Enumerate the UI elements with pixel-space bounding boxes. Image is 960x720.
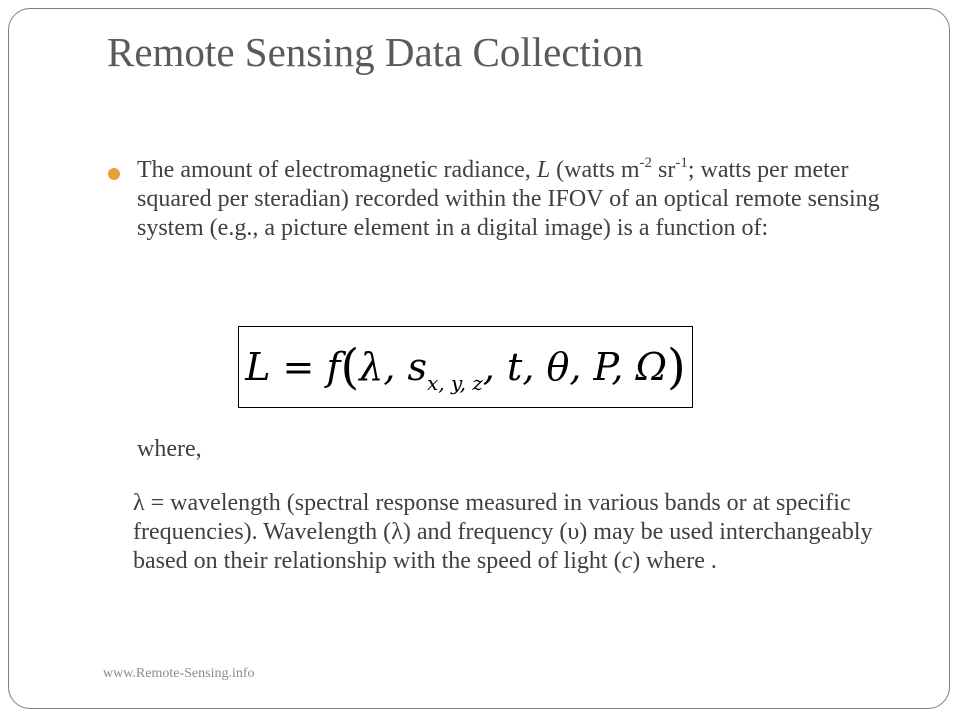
equation-args-a: λ, s — [359, 345, 427, 389]
equation: L = f(λ, sx, y, z, t, θ, P, Ω) — [245, 339, 686, 395]
units-sr: sr — [652, 157, 676, 183]
bullet-text-rest: ; watts per meter squared per steradian)… — [137, 157, 880, 241]
definition-text-d: ) where . — [632, 548, 717, 574]
equation-close-paren: ) — [667, 339, 686, 395]
equation-subscript: x, y, z — [427, 371, 483, 395]
equation-box: L = f(λ, sx, y, z, t, θ, P, Ω) — [238, 326, 693, 408]
slide-title: Remote Sensing Data Collection — [107, 29, 644, 75]
equation-open-paren: ( — [340, 339, 360, 395]
slide-frame — [8, 8, 950, 709]
bullet-icon — [108, 168, 120, 180]
footer-url: www.Remote-Sensing.info — [103, 666, 255, 681]
exponent-m: -2 — [639, 155, 653, 171]
exponent-sr: -1 — [675, 155, 688, 171]
equation-args-b: , t, θ, P, Ω — [482, 345, 668, 389]
bullet-text-start: The amount of electromagnetic radiance, — [137, 157, 537, 183]
where-label: where, — [137, 436, 202, 462]
radiance-symbol: L — [536, 157, 551, 183]
equation-lhs: L = f — [245, 345, 341, 389]
lambda-symbol: λ — [133, 490, 145, 516]
definition-text-a: = wavelength (spectral response measured… — [133, 490, 851, 545]
lambda-symbol-2: λ — [391, 519, 403, 545]
nu-symbol: υ — [567, 519, 580, 545]
bullet-text: The amount of electromagnetic radiance, … — [137, 156, 887, 243]
definition-text: λ = wavelength (spectral response measur… — [133, 489, 893, 576]
definition-text-c: ) may be used interchangeably based on t… — [133, 519, 873, 574]
definition-text-b: ) and frequency ( — [402, 519, 568, 545]
light-speed-symbol: c — [621, 548, 633, 574]
units-open: (watts m — [550, 157, 640, 183]
